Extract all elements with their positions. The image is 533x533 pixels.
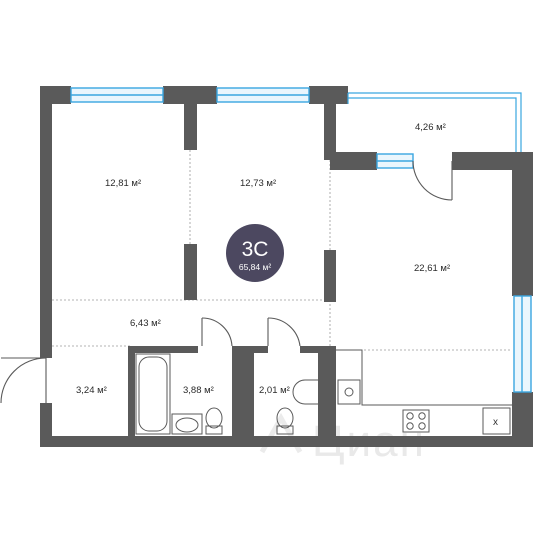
- kitchen-counter: [336, 349, 512, 435]
- badge-area: 65,84 м²: [239, 262, 271, 272]
- wc-door: [267, 317, 301, 347]
- badge-type: 3С: [242, 238, 269, 261]
- room-area-bedroom-mid: 12,73 м²: [240, 178, 276, 189]
- sink-drain-icon: [344, 387, 354, 397]
- room-area-bathroom: 3,88 м²: [183, 385, 214, 396]
- apartment-type-badge: 3С 65,84 м²: [226, 224, 284, 282]
- kitchen-sink: [337, 379, 361, 405]
- bathtub-icon: [135, 353, 171, 435]
- room-area-living: 22,61 м²: [414, 263, 450, 274]
- window-living: [513, 295, 532, 393]
- balcony-glazing: [347, 92, 522, 152]
- bathroom-door: [201, 317, 233, 347]
- washbasin-icon: [171, 413, 203, 435]
- wc-basin-icon: [292, 379, 318, 405]
- balcony-door: [412, 160, 453, 201]
- stove-icon: [402, 409, 430, 433]
- room-area-bedroom-left: 12,81 м²: [105, 178, 141, 189]
- doors: [0, 160, 453, 404]
- room-area-hall: 6,43 м²: [130, 318, 161, 329]
- toilet-icon: [205, 407, 223, 435]
- wc-fixtures: [276, 379, 318, 435]
- badge-circle: [226, 224, 284, 282]
- bathroom-fixtures: [135, 353, 223, 435]
- room-area-balcony: 4,26 м²: [415, 122, 446, 133]
- window-bedroom-left: [70, 87, 164, 103]
- walls: [40, 86, 533, 447]
- room-area-wc: 2,01 м²: [259, 385, 290, 396]
- window-balcony-door: [376, 153, 414, 169]
- fridge: [482, 407, 511, 435]
- room-area-entrance: 3,24 м²: [76, 385, 107, 396]
- fridge-mark: x: [493, 417, 498, 428]
- entrance-door: [0, 357, 47, 404]
- room-labels: 12,81 м² 12,73 м² 4,26 м² 22,61 м² 6,43 …: [76, 122, 450, 396]
- wc-toilet-icon: [276, 407, 294, 435]
- window-bedroom-mid: [216, 87, 310, 103]
